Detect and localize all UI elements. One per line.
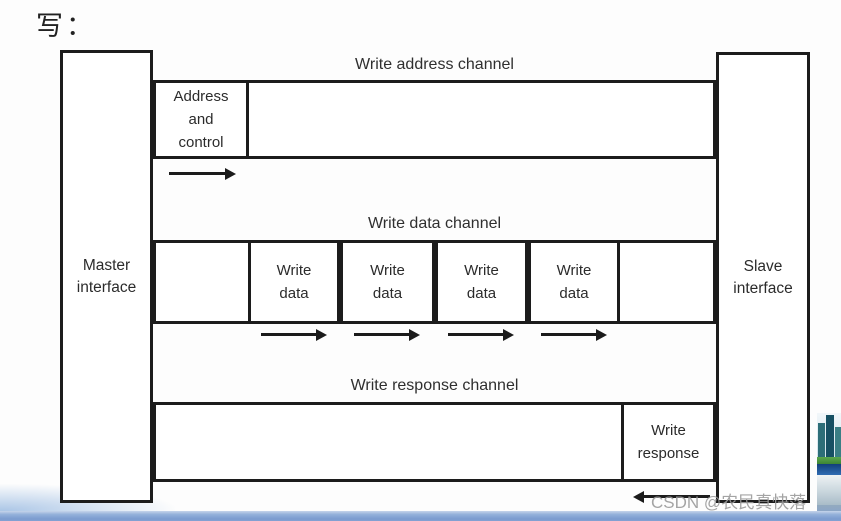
write-data-label: Write data: [556, 262, 592, 302]
write-data-label: Write data: [464, 262, 499, 302]
skyline-sky: [817, 413, 841, 457]
address-and-control-box: Address and control: [153, 80, 249, 159]
write-data-box: Write data: [528, 240, 620, 324]
write-data-label: Write data: [370, 262, 405, 302]
master-interface-box: Master interface: [60, 50, 153, 503]
skyline-building: [818, 423, 825, 457]
write-data-channel-title: Write data channel: [367, 215, 502, 232]
right-arrow-icon: [448, 328, 514, 341]
page-title: 写：: [36, 11, 96, 42]
slave-interface-label: Slave interface: [733, 257, 793, 297]
write-response-box: Write response: [621, 402, 716, 482]
right-arrow-icon: [169, 167, 236, 180]
write-response-label: Write response: [637, 422, 700, 462]
slave-interface-box: Slave interface: [716, 52, 810, 503]
skyline-building: [826, 415, 834, 457]
write-data-box: Write data: [248, 240, 340, 324]
write-response-channel-title: Write response channel: [350, 377, 519, 394]
skyline-building: [835, 427, 841, 457]
city-skyline-image: [817, 413, 841, 515]
csdn-watermark: CSDN @农民真快落: [651, 493, 807, 512]
write-data-box: Write data: [340, 240, 435, 324]
right-arrow-icon: [354, 328, 420, 341]
address-and-control-label: Address and control: [173, 88, 229, 151]
skyline-water: [817, 464, 841, 475]
write-data-box: Write data: [435, 240, 528, 324]
left-arrow-icon: [633, 490, 710, 503]
master-interface-label: Master interface: [76, 256, 137, 296]
right-arrow-icon: [261, 328, 327, 341]
bottom-blue-bar: [0, 511, 841, 521]
write-address-channel-title: Write address channel: [355, 56, 514, 73]
skyline-trees: [817, 457, 841, 464]
skyline-ice: [817, 475, 841, 505]
skyline-fade: [817, 505, 841, 515]
right-arrow-icon: [541, 328, 607, 341]
write-data-label: Write data: [276, 262, 312, 302]
